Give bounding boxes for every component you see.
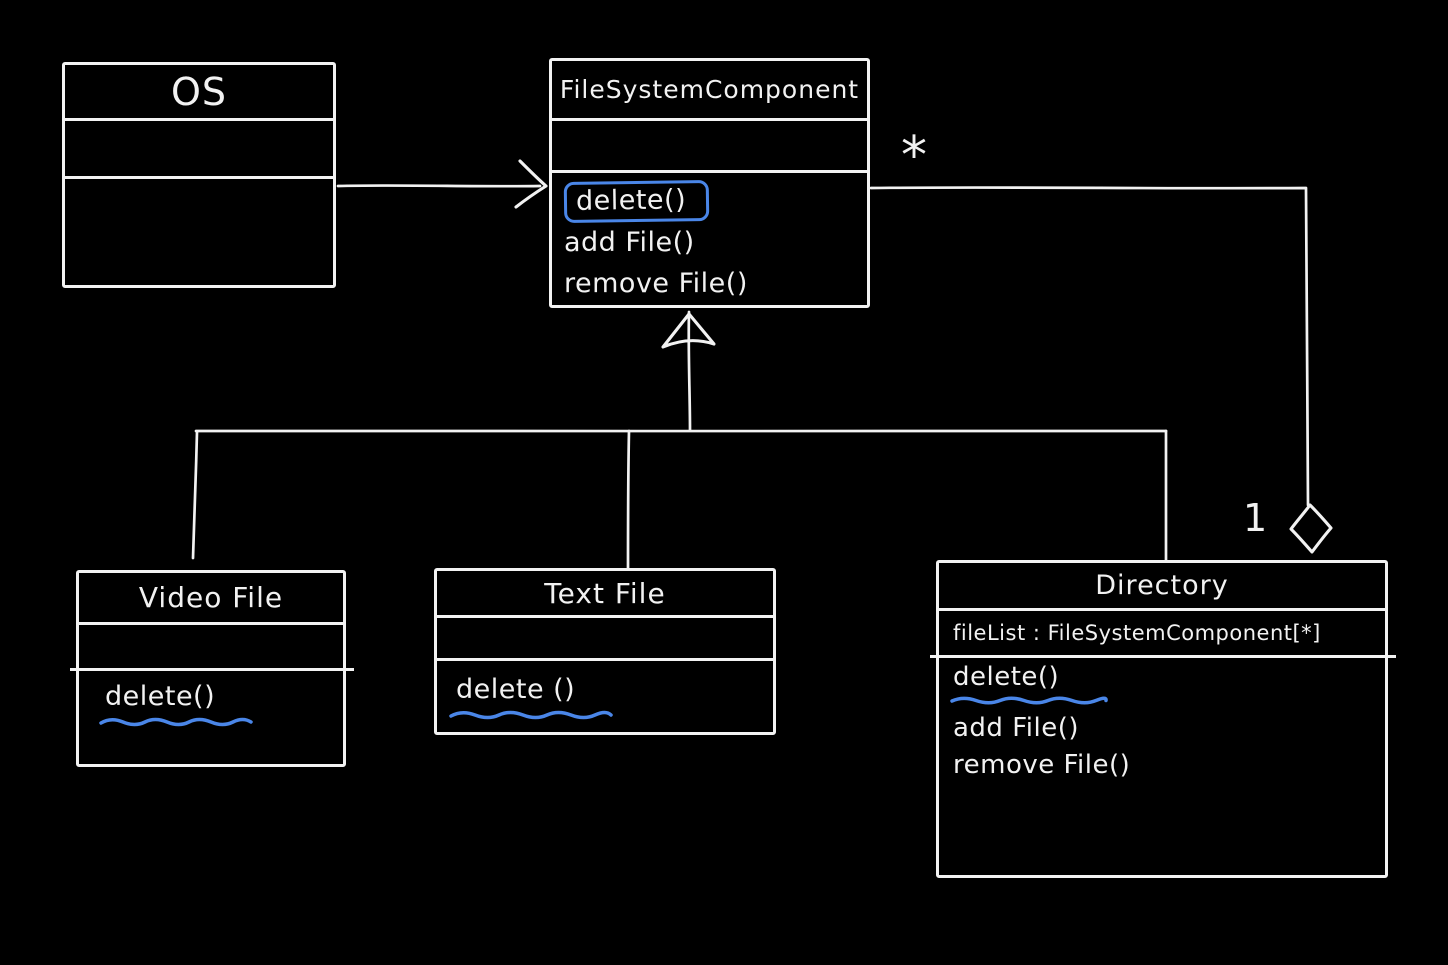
class-box-text-file: Text File delete () [434,568,776,735]
method-add-file: add File() [953,712,1079,743]
method-delete: delete() [953,661,1060,692]
class-title-filesystem-component: FileSystemComponent [552,61,867,121]
method-row: add File() [564,222,867,263]
method-row: remove File() [953,746,1385,783]
methods-compartment-os [65,179,333,285]
methods-compartment-directory: delete() add File() remove File() [939,655,1385,875]
class-title-directory: Directory [939,563,1385,611]
class-box-directory: Directory fileList : FileSystemComponent… [930,560,1396,878]
multiplicity-one-label: 1 [1243,496,1268,540]
os-association-line [336,184,542,188]
multiplicity-many-label: * [901,126,927,186]
inheritance-triangle-icon [661,312,716,349]
method-delete: delete() [575,184,687,217]
highlight-underline [449,710,613,720]
attributes-compartment-text-file [437,618,773,661]
highlight-underline [950,696,1108,705]
attributes-compartment-os [65,121,333,179]
highlight-box: delete() [563,179,710,224]
method-row: add File() [953,709,1385,746]
method-remove-file: remove File() [953,749,1131,780]
inheritance-trunk-line [687,310,692,432]
class-box-video-file: Video File delete() [70,570,354,767]
method-row: delete () [456,671,773,708]
method-row: remove File() [564,263,867,304]
method-row: delete() [105,677,343,715]
class-box-filesystem-component: FileSystemComponent delete() add File() … [549,58,870,308]
attribute-file-list: fileList : FileSystemComponent[*] [953,621,1321,645]
attributes-compartment-directory: fileList : FileSystemComponent[*] [930,611,1396,658]
attributes-compartment-video-file [70,625,354,671]
method-delete: delete() [105,680,216,712]
attributes-compartment-filesystem-component [552,121,867,173]
class-title-video-file: Video File [79,573,343,625]
class-box-os: OS [62,62,336,288]
methods-compartment-video-file: delete() [79,668,343,764]
method-row: delete() [953,658,1385,695]
highlight-underline [99,717,253,727]
association-open-arrowhead-icon [514,159,548,209]
method-delete: delete () [456,674,576,705]
class-title-text-file: Text File [437,571,773,618]
method-row: delete() [563,179,867,224]
methods-compartment-text-file: delete () [437,661,773,732]
method-add-file: add File() [564,227,695,258]
aggregation-diamond-icon [1289,503,1333,554]
branch-drop-text-file-line [626,429,631,571]
method-remove-file: remove File() [564,268,748,299]
branch-drop-video-file-line [191,430,199,560]
class-title-os: OS [65,65,333,121]
inheritance-branch-line [194,429,1168,433]
aggregation-line [869,186,1310,507]
methods-compartment-filesystem-component: delete() add File() remove File() [552,173,867,305]
